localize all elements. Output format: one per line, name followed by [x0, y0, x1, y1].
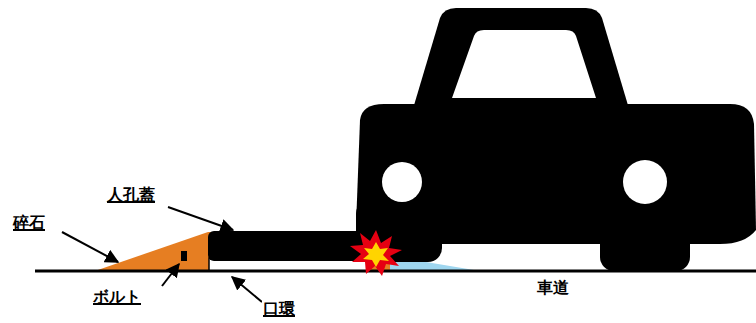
impact-burst-core — [363, 242, 389, 267]
leader-arrow — [162, 264, 179, 286]
leader-arrow — [62, 232, 118, 262]
leader-arrow — [232, 277, 262, 302]
part-label: 人孔蓋 — [106, 186, 156, 204]
area-label: 車道 — [536, 279, 570, 297]
car — [356, 8, 756, 271]
asphalt-ramp — [92, 232, 212, 272]
part-label: 碎石 — [12, 214, 46, 232]
part-label: ボルト — [92, 288, 142, 306]
leader-arrow — [168, 207, 233, 230]
part-label: 口環 — [262, 300, 296, 318]
impact-burst — [350, 230, 402, 276]
bolt — [181, 251, 187, 261]
